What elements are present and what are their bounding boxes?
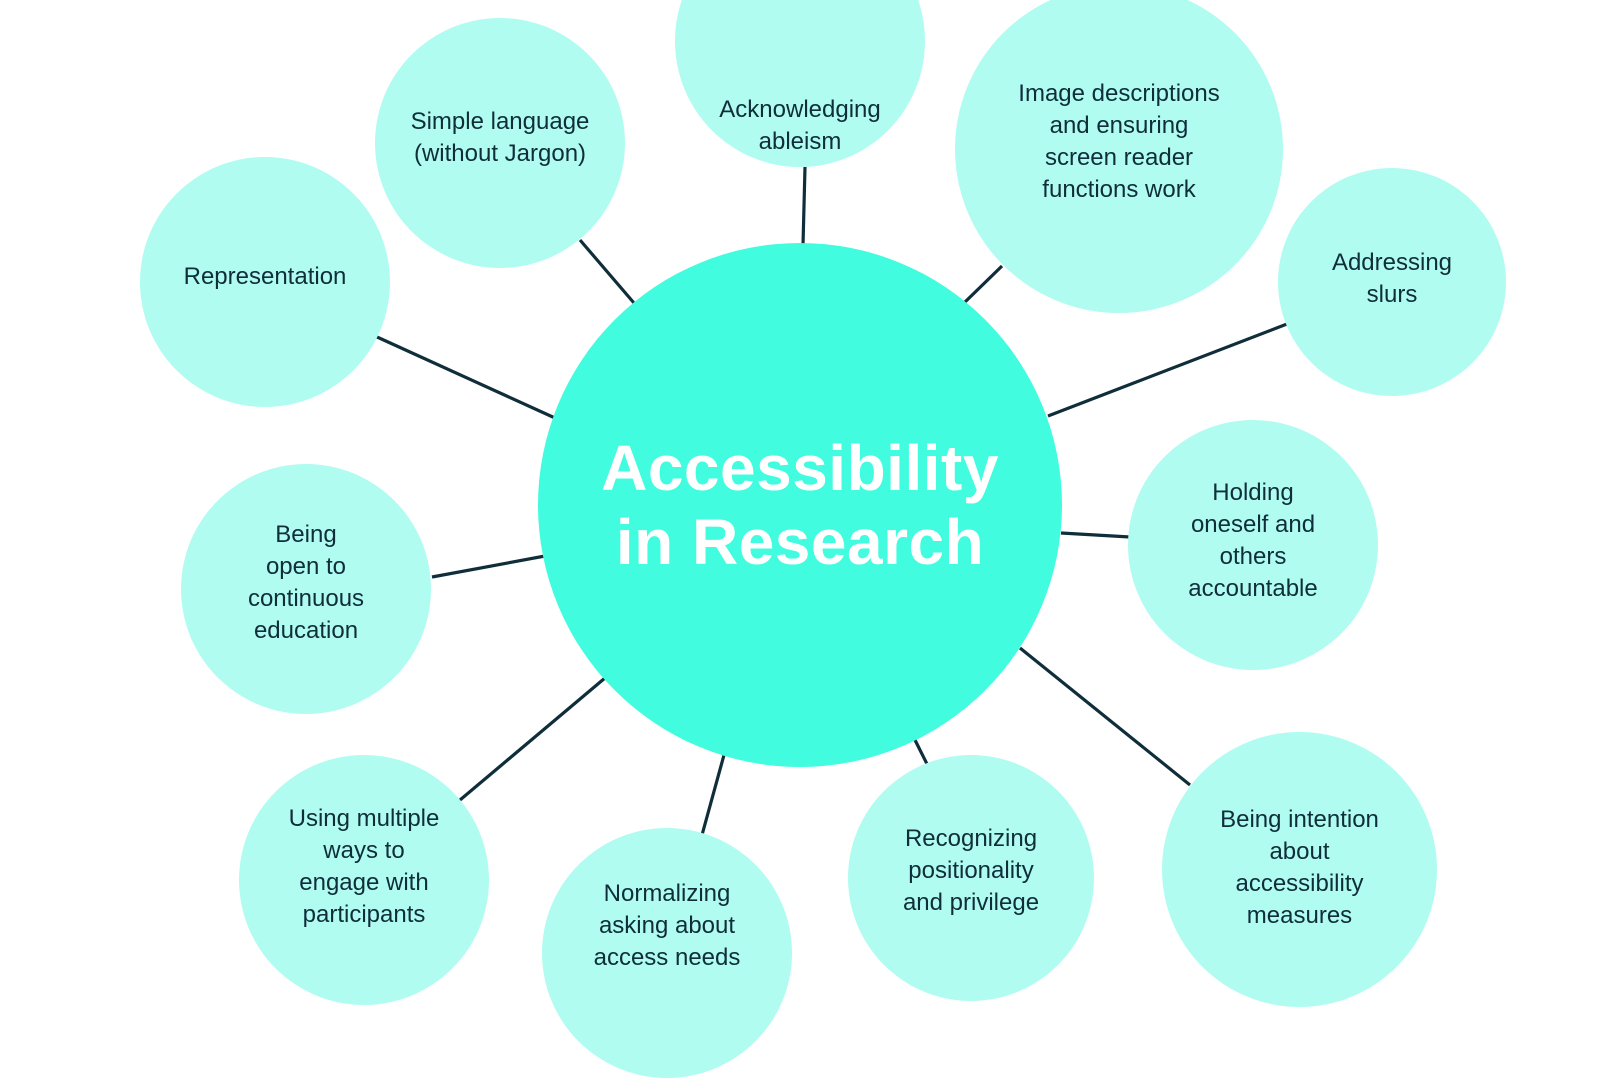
node-label: Being intention about accessibility meas… — [1220, 805, 1379, 929]
node-label: Representation — [183, 263, 347, 290]
node-image-descriptions: Image descriptions and ensuring screen r… — [955, 0, 1283, 313]
connector-intention-measures — [1018, 646, 1192, 787]
node-representation: Representation — [140, 157, 390, 407]
node-label: Addressing slurs — [1331, 249, 1453, 308]
connector-holding-accountable — [1060, 531, 1131, 539]
node-addressing-slurs: Addressing slurs — [1278, 168, 1506, 396]
node-positionality: Recognizing positionality and privilege — [848, 755, 1094, 1001]
node-label: Image descriptions and ensuring screen r… — [1018, 80, 1220, 203]
node-normalizing-access: Normalizing asking about access needs — [542, 828, 792, 1078]
connector-representation — [376, 335, 556, 420]
node-label: Simple language (without Jargon) — [410, 108, 590, 167]
connector-acknowledging-ableism — [801, 166, 807, 246]
connector-continuous-education — [431, 554, 546, 579]
central-topic-node: Accessibility in Research — [538, 243, 1062, 767]
mind-map-diagram: Accessibility in Research Acknowledging … — [140, 0, 1506, 1078]
connector-multiple-ways — [458, 676, 607, 802]
node-simple-language: Simple language (without Jargon) — [375, 18, 625, 268]
connector-normalizing-access — [700, 754, 726, 836]
connector-addressing-slurs — [1047, 322, 1288, 418]
connector-image-descriptions — [963, 264, 1004, 304]
node-label: Recognizing positionality and privilege — [902, 825, 1040, 916]
central-topic-label: Accessibility in Research — [601, 432, 999, 578]
node-label: Holding oneself and others accountable — [1188, 479, 1318, 602]
node-intention-measures: Being intention about accessibility meas… — [1162, 732, 1437, 1007]
node-multiple-ways: Using multiple ways to engage with parti… — [239, 755, 489, 1005]
connector-positionality — [913, 739, 930, 767]
connector-lines — [376, 166, 1288, 836]
node-label: Being open to continuous education — [247, 521, 365, 644]
node-holding-accountable: Holding oneself and others accountable — [1128, 420, 1378, 670]
node-label: Normalizing asking about access needs — [593, 879, 741, 971]
node-label: Using multiple ways to engage with parti… — [288, 805, 440, 928]
node-label: Acknowledging ableism — [719, 96, 881, 155]
node-continuous-education: Being open to continuous education — [181, 464, 431, 714]
connector-simple-language — [578, 238, 636, 305]
